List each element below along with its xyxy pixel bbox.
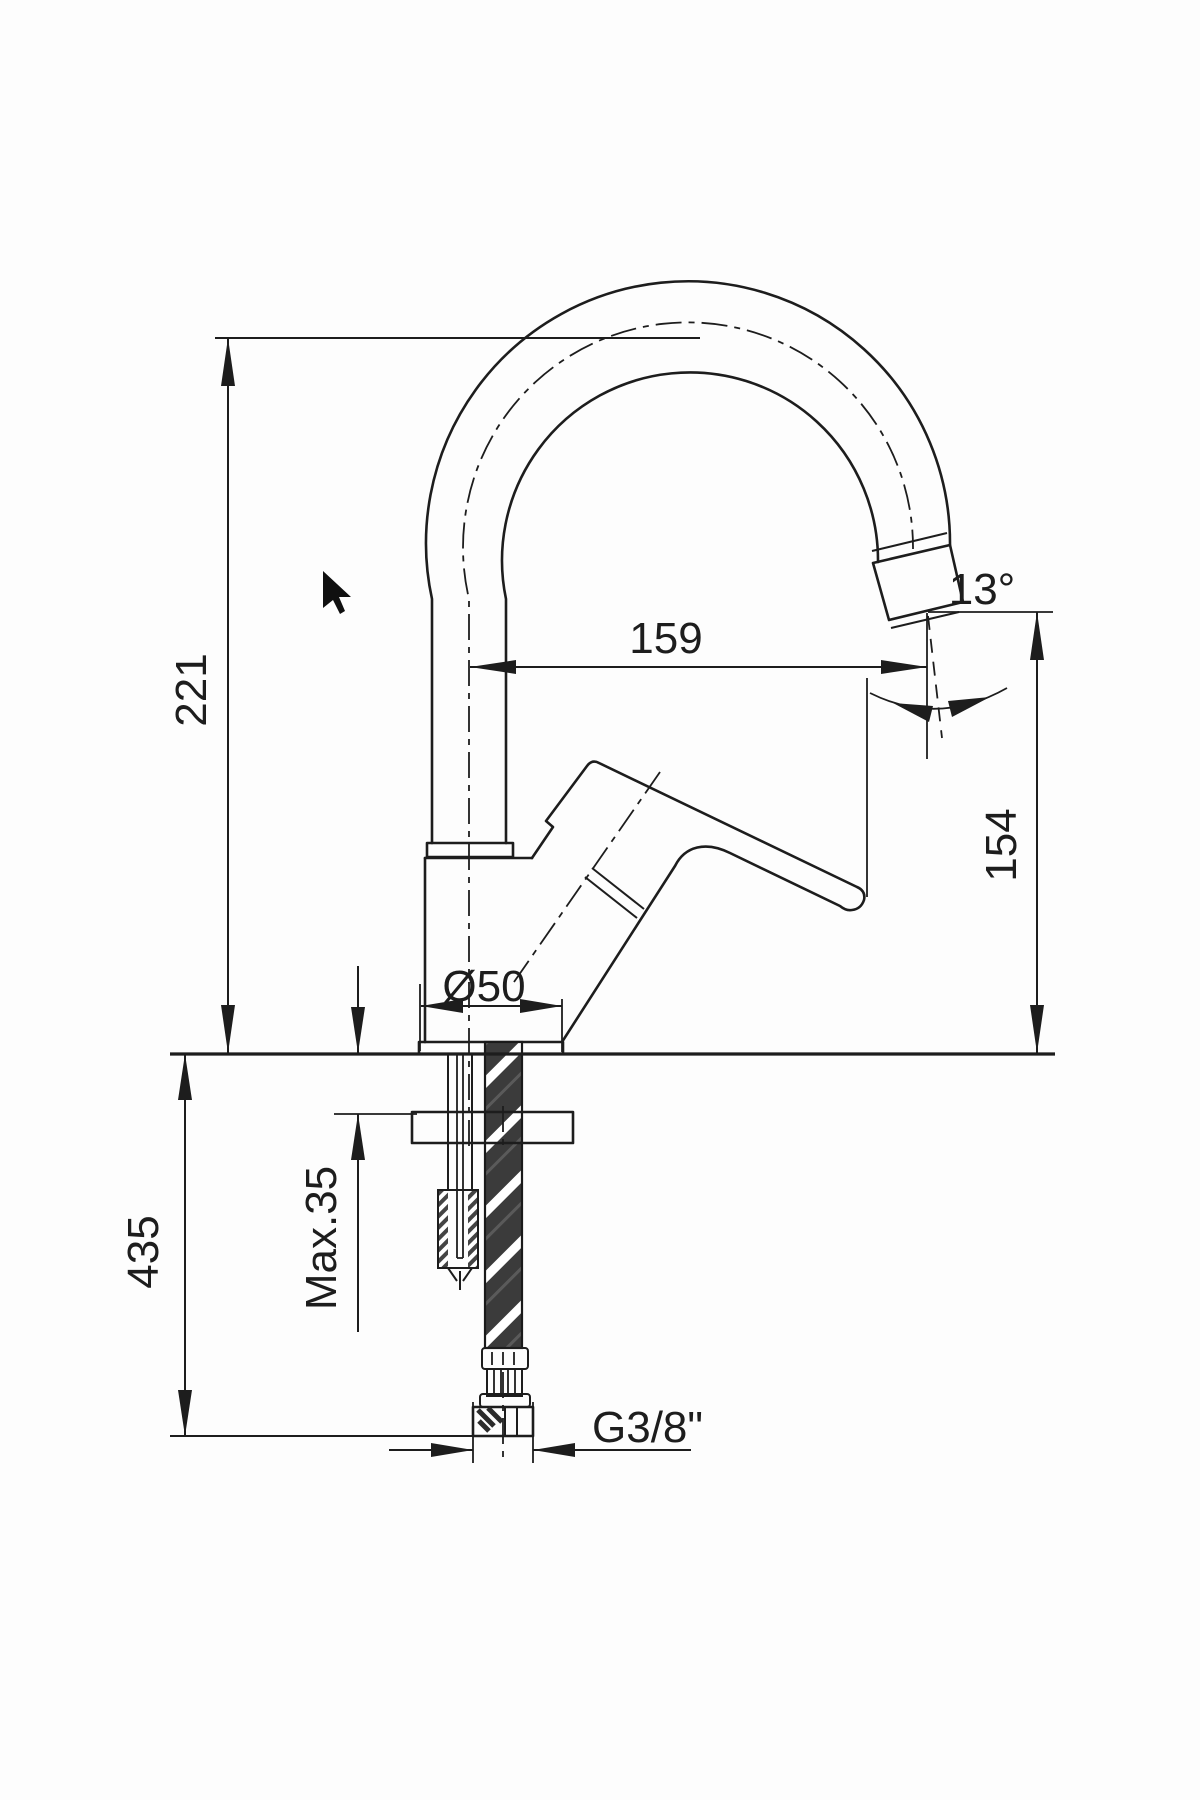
cartridge-seam bbox=[584, 876, 638, 919]
riser-collar bbox=[425, 841, 515, 859]
dimension-thread: G3/8" bbox=[389, 1402, 703, 1463]
spout-outlet-nozzle bbox=[871, 532, 965, 629]
dim-spout-reach-label: 159 bbox=[629, 614, 702, 663]
lever-handle bbox=[513, 760, 866, 1044]
dimension-outlet-angle: 13° bbox=[866, 565, 1016, 897]
faucet-outline bbox=[417, 279, 965, 1146]
dimension-max-deck-thickness: Max.35 bbox=[297, 966, 417, 1332]
dim-total-height-label: 221 bbox=[167, 653, 216, 726]
stud-nut-knurl bbox=[439, 1191, 448, 1267]
dim-below-deck-length-label: 435 bbox=[119, 1215, 168, 1288]
mouse-cursor bbox=[323, 571, 351, 614]
washer-plate bbox=[410, 1110, 575, 1145]
dimension-total-height: 221 bbox=[167, 338, 235, 1053]
dim-thread-label: G3/8" bbox=[592, 1403, 703, 1452]
dimension-base-diameter: Ø50 bbox=[419, 962, 563, 1052]
dim-base-diameter-label: Ø50 bbox=[442, 962, 525, 1011]
dim-max-deck-thickness-label: Max.35 bbox=[297, 1166, 346, 1310]
supply-hose bbox=[483, 1040, 524, 1350]
dimension-outlet-height: 154 bbox=[928, 611, 1053, 1053]
dimension-below-deck-length: 435 bbox=[119, 1054, 192, 1436]
dim-outlet-height-label: 154 bbox=[977, 808, 1026, 881]
faucet-body-base bbox=[417, 856, 565, 1056]
handle-axis-centerline bbox=[513, 771, 661, 983]
dimension-spout-reach: 159 bbox=[470, 614, 927, 674]
spout-outer-contour bbox=[424, 279, 952, 845]
below-deck-assembly bbox=[410, 1040, 575, 1461]
mounting-stud bbox=[437, 1054, 479, 1290]
spout-centerline bbox=[462, 321, 914, 1146]
spout-inner-contour bbox=[500, 371, 880, 845]
dim-outlet-angle-label: 13° bbox=[949, 565, 1016, 614]
